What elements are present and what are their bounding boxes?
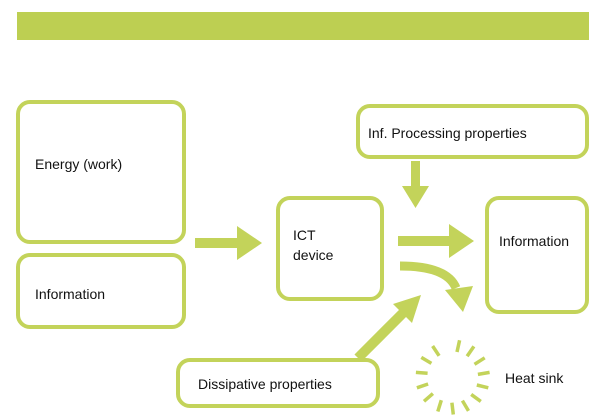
inf-processing-box: Inf. Processing properties [356,104,589,159]
ict-device-label-line2: device [293,247,334,263]
ict-device-box: ICT device [276,196,384,301]
ict-device-label-line1: ICT [293,227,316,243]
information-input-label: Information [35,286,106,302]
information-output-box: Information [485,196,589,314]
inf-processing-label: Inf. Processing properties [368,125,527,141]
header-banner [17,12,589,40]
energy-box: Energy (work) [16,100,186,244]
heat-sink-label: Heat sink [505,370,564,386]
energy-label: Energy (work) [35,156,123,172]
ict-to-information-arrow [398,224,474,258]
information-output-label: Information [499,233,570,249]
dissipative-properties-box: Dissipative properties [176,358,380,408]
ict-to-heat-sink-arrow [399,261,473,312]
information-input-box: Information [16,253,186,329]
energy-to-ict-arrow [195,226,262,260]
processing-to-ict-arrow [402,161,429,208]
heat-sink-icon [415,339,490,415]
dissipative-to-ict-arrow [354,295,421,362]
dissipative-properties-label: Dissipative properties [198,376,332,392]
